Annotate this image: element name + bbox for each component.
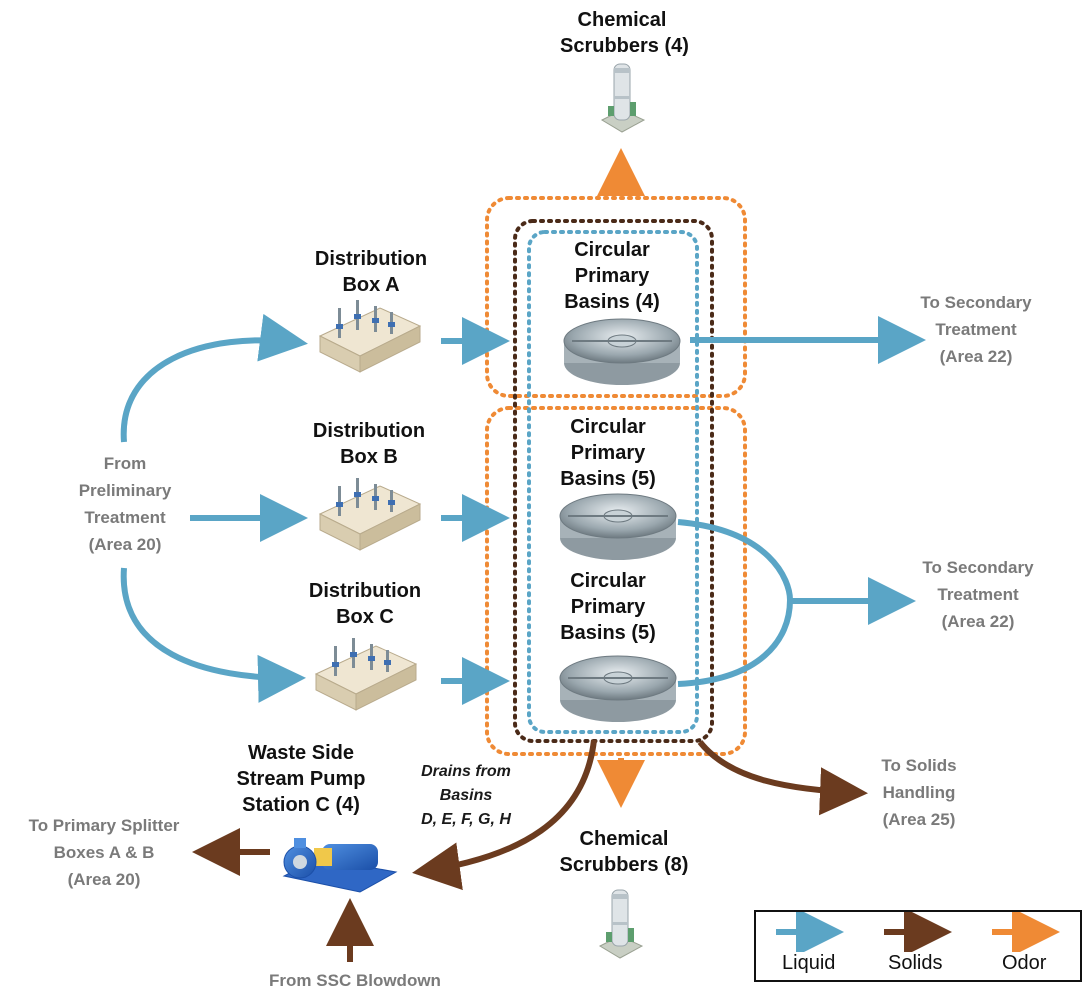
chemical-scrubbers-bottom-label: Chemical Scrubbers (8) bbox=[559, 828, 689, 876]
liquid-arrow-prelim-to-box-a bbox=[120, 313, 308, 443]
drains-from-basins-label: Drains from Basins D, E, F, G, H bbox=[421, 763, 511, 828]
to-primary-splitter-label: To Primary Splitter Boxes A & B (Area 20… bbox=[28, 816, 180, 889]
liquid-flow-arrows bbox=[120, 313, 926, 705]
chemical-scrubber-bottom-icon bbox=[598, 889, 644, 959]
to-solids-handling-label: To Solids Handling (Area 25) bbox=[881, 756, 957, 829]
distribution-box-b-label: Distribution Box B bbox=[312, 420, 426, 468]
circular-basin-5a-icon bbox=[559, 493, 677, 560]
circular-basins-5b-label: Circular Primary Basins (5) bbox=[560, 570, 656, 644]
distribution-box-b-icon bbox=[318, 478, 422, 551]
solids-arrow-to-solids-handling bbox=[697, 740, 868, 816]
odor-enclosure-top bbox=[485, 196, 747, 398]
legend-liquid-label: Liquid bbox=[782, 952, 836, 974]
from-ssc-blowdown-label: From SSC Blowdown bbox=[269, 971, 441, 990]
distribution-box-c-icon bbox=[314, 638, 418, 711]
circular-basin-5b-icon bbox=[559, 655, 677, 722]
solids-flow-arrows bbox=[192, 739, 868, 962]
to-secondary-treatment-1-label: To Secondary Treatment (Area 22) bbox=[920, 293, 1032, 366]
circular-basin-4-icon bbox=[563, 318, 681, 385]
odor-enclosure-bottom bbox=[485, 406, 747, 756]
to-secondary-treatment-2-label: To Secondary Treatment (Area 22) bbox=[922, 558, 1034, 631]
legend: Liquid Solids Odor bbox=[754, 910, 1082, 982]
circular-basins-5a-label: Circular Primary Basins (5) bbox=[560, 416, 656, 490]
waste-side-stream-pump-label: Waste Side Stream Pump Station C (4) bbox=[236, 742, 366, 816]
distribution-box-a-icon bbox=[318, 300, 422, 373]
chemical-scrubbers-top-label: Chemical Scrubbers (4) bbox=[560, 9, 689, 57]
from-preliminary-treatment-label: From Preliminary Treatment (Area 20) bbox=[78, 454, 172, 554]
distribution-box-c-label: Distribution Box C bbox=[308, 580, 422, 628]
circular-basins-4-label: Circular Primary Basins (4) bbox=[564, 239, 660, 313]
legend-odor-label: Odor bbox=[1002, 952, 1047, 974]
chemical-scrubber-top-icon bbox=[600, 63, 646, 133]
solids-enclosure bbox=[513, 219, 714, 743]
legend-solids-label: Solids bbox=[888, 952, 943, 974]
liquid-arrow-basins5-merge bbox=[677, 519, 794, 687]
liquid-arrow-prelim-to-box-c bbox=[120, 567, 306, 703]
solids-arrow-drains-to-pump bbox=[412, 739, 597, 891]
legend-swatches bbox=[776, 912, 1060, 952]
liquid-enclosure bbox=[527, 230, 699, 734]
pump-station-icon bbox=[282, 838, 398, 893]
distribution-box-a-label: Distribution Box A bbox=[314, 248, 428, 296]
